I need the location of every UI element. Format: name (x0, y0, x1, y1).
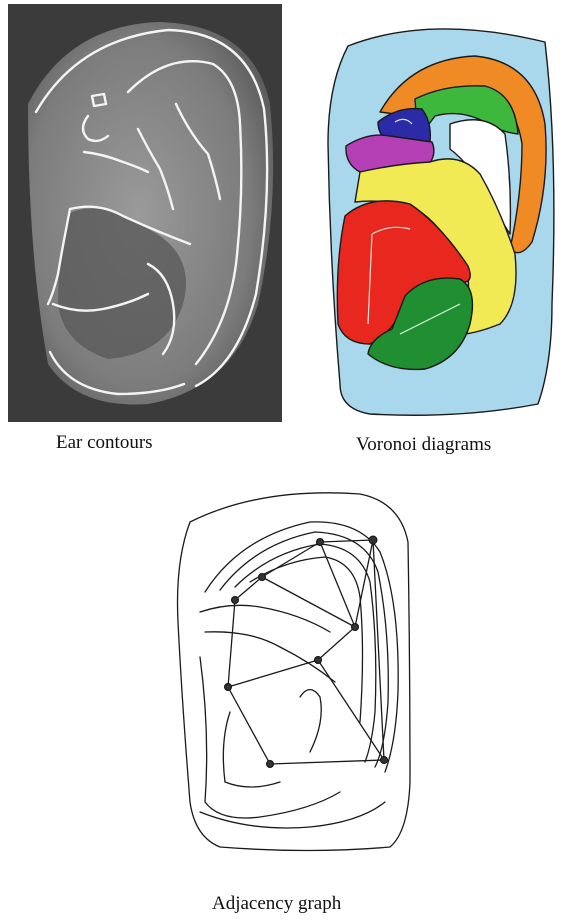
edge-6 (262, 577, 355, 627)
caption-adjacency-graph: Adjacency graph (212, 893, 341, 915)
graph-concha-inner (223, 712, 280, 787)
edge-1 (320, 540, 373, 542)
node-4 (232, 597, 239, 604)
edge-5 (320, 542, 355, 627)
node-7 (225, 684, 232, 691)
edge-9 (228, 687, 270, 764)
graph-concha-left (200, 657, 340, 818)
node-8 (267, 761, 274, 768)
edge-11 (318, 660, 384, 760)
graph-outline (178, 493, 411, 851)
ear-contours-panel (8, 4, 282, 422)
caption-ear-contours: Ear contours (56, 432, 153, 454)
edge-8 (228, 660, 318, 687)
graph-lower-curve (200, 802, 385, 828)
adjacency-graph-image (160, 482, 422, 862)
node-6 (315, 657, 322, 664)
graph-tragus (300, 690, 321, 753)
edge-3 (235, 577, 262, 600)
ear-contours-image (8, 4, 282, 422)
node-5 (352, 624, 359, 631)
edge-10 (270, 760, 384, 764)
edge-13 (228, 600, 235, 687)
voronoi-diagrams-panel (300, 4, 562, 434)
graph-helix-curve-3 (235, 544, 376, 762)
edge-7 (318, 627, 355, 660)
node-9 (381, 757, 388, 764)
caption-voronoi-diagrams: Voronoi diagrams (356, 434, 491, 456)
node-3 (259, 574, 266, 581)
node-1 (369, 536, 377, 544)
graph-helix-curve-4 (250, 557, 363, 722)
voronoi-diagrams-image (300, 4, 562, 434)
graph-crus-curve (200, 605, 330, 632)
node-2 (317, 539, 324, 546)
adjacency-graph-panel (160, 482, 422, 862)
